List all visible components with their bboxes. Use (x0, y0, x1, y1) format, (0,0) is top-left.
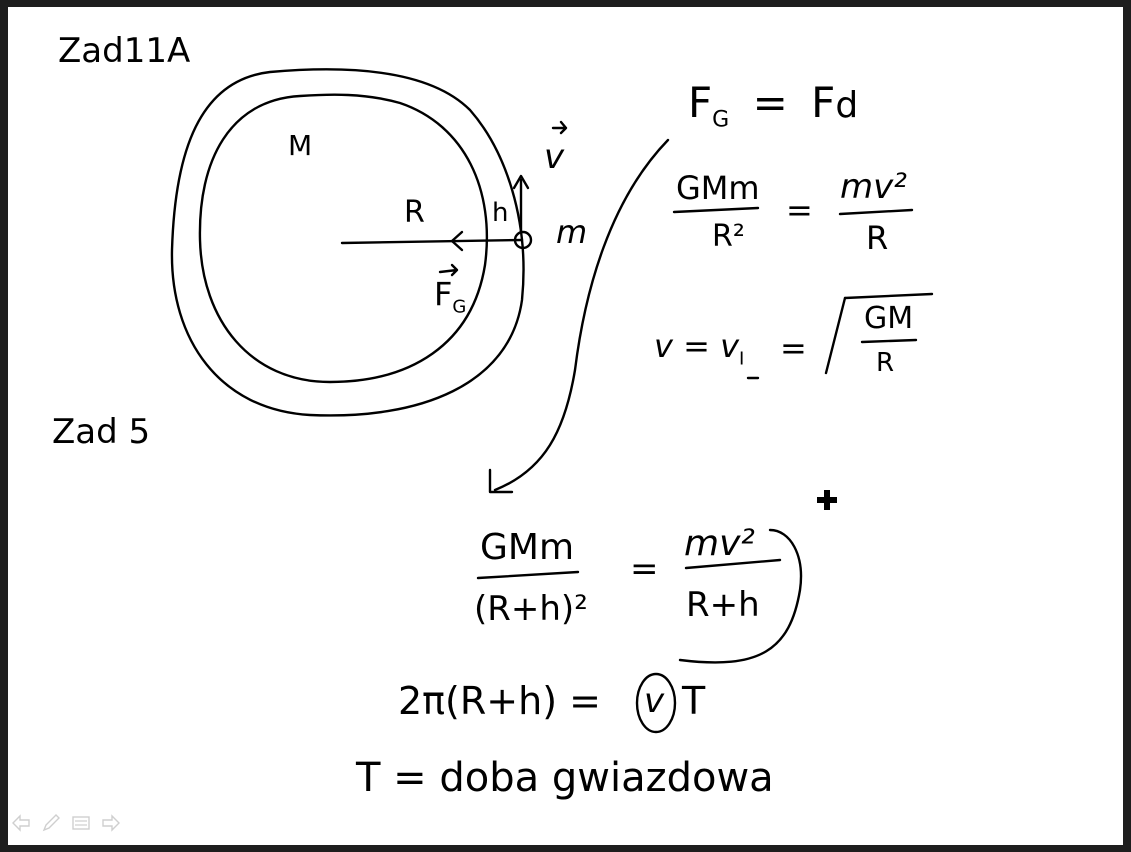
arrow-right-icon (102, 814, 120, 832)
next-slide-button[interactable] (100, 812, 122, 834)
equation-force-balance: FG = Fd (688, 78, 859, 133)
velocity-arrowhead (512, 174, 530, 190)
v-vector-mark (551, 120, 568, 135)
heading-zad5: Zad 5 (52, 412, 151, 452)
eq6-sidereal-day: T = doba gwiazdowa (356, 755, 774, 801)
eq4-denominator-left: (R+h)² (474, 589, 588, 629)
eq4-denominator-right: R+h (686, 585, 760, 625)
label-force: FG (434, 275, 467, 318)
eq3-root-inner-bar (860, 338, 918, 344)
eq2-denominator-right: R (866, 219, 889, 257)
eq2-equals: = (786, 191, 813, 229)
connector-curve (493, 138, 670, 492)
presentation-controls (10, 812, 122, 834)
orbit-outer (170, 68, 525, 417)
eq5-period: T (682, 679, 706, 723)
force-arrowhead (450, 230, 464, 252)
eq3-root-bar (843, 292, 934, 300)
eq3-root-numerator: GM (864, 301, 914, 336)
plus-cursor-icon (817, 490, 837, 510)
pen-tool-button[interactable] (40, 812, 62, 834)
eq4-numerator-right: mv² (684, 523, 755, 564)
eq4-bar-left (476, 570, 580, 580)
eq5-velocity: v (644, 681, 665, 721)
eq2-bar-right (838, 208, 914, 216)
slide-canvas (8, 7, 1123, 845)
label-velocity: v (544, 137, 565, 177)
v-circle (635, 672, 677, 734)
eq4-numerator-left: GMm (480, 527, 575, 568)
eq2-numerator-right: mv² (840, 167, 907, 207)
label-height: h (492, 198, 509, 228)
f-vector-mark (438, 263, 459, 277)
label-radius: R (404, 195, 425, 230)
pen-icon (42, 814, 60, 832)
eq4-equals: = (630, 549, 659, 589)
eq3-left: v = vI (654, 327, 745, 370)
connector-arrowhead (488, 468, 514, 494)
planet-circle (198, 93, 489, 384)
arrow-left-icon (12, 814, 30, 832)
eq2-bar-left (672, 206, 760, 214)
cancel-loop (678, 528, 803, 664)
slide-menu-button[interactable] (70, 812, 92, 834)
eq3-equals: = (780, 329, 807, 367)
satellite-mass (513, 230, 533, 250)
label-big-mass: M (288, 129, 313, 162)
radius-line (340, 238, 524, 245)
eq5-left: 2π(R+h) = (398, 679, 601, 723)
eq2-numerator-left: GMm (676, 169, 760, 207)
previous-slide-button[interactable] (10, 812, 32, 834)
label-small-mass: m (556, 213, 588, 251)
heading-zad11a: Zad11A (58, 31, 191, 71)
eq2-denominator-left: R² (712, 219, 745, 254)
menu-icon (72, 816, 90, 830)
eq4-bar-right (684, 558, 782, 570)
eq3-root-denominator: R (876, 348, 895, 378)
eq3-root-sign (824, 296, 847, 375)
